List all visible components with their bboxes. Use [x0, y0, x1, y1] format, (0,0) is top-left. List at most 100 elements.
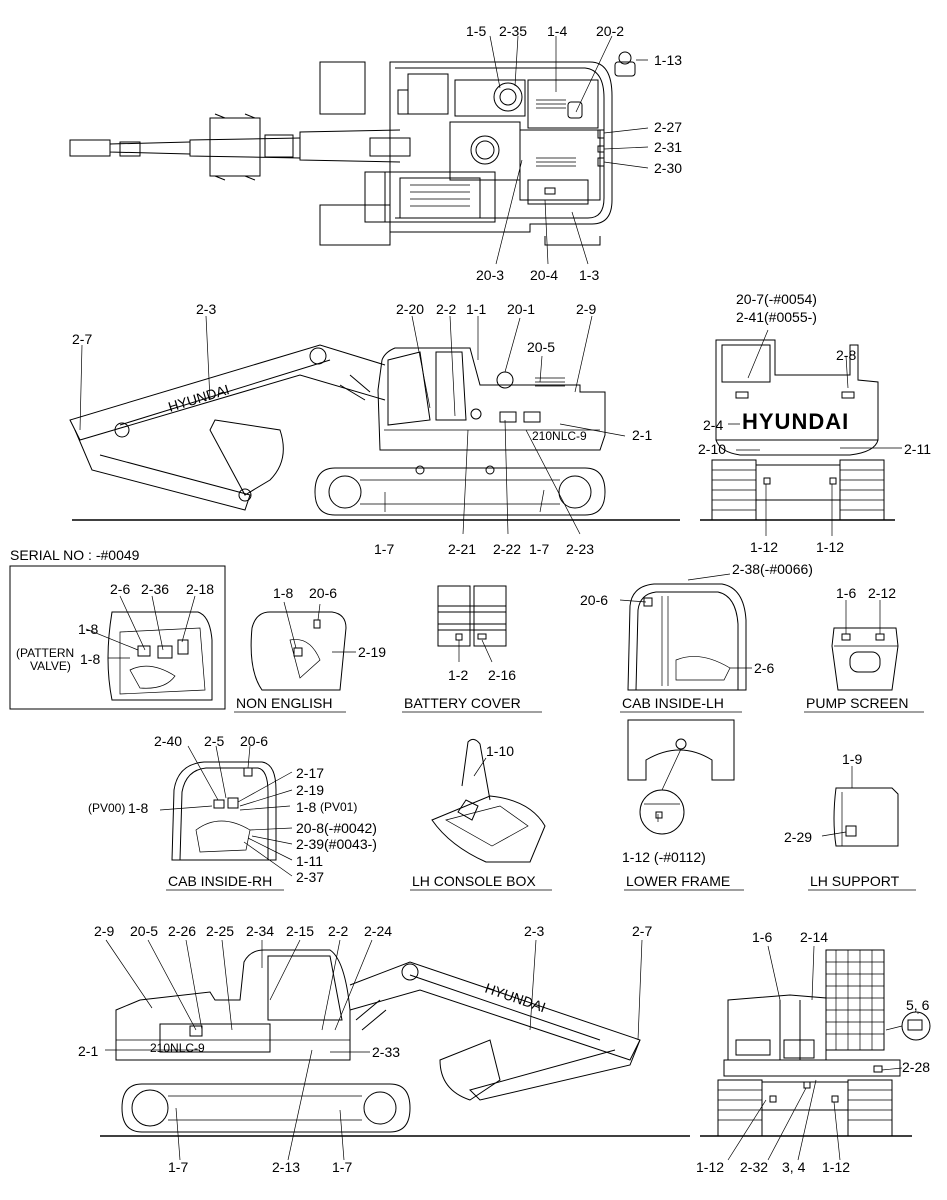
callout-top-2-30: 2-30: [654, 160, 682, 176]
callout-left-20-5: 20-5: [527, 339, 555, 355]
callout-rear-2-10: 2-10: [698, 441, 726, 457]
callout-right-1-7-b: 1-7: [332, 1159, 352, 1175]
callout-crh-2-40: 2-40: [154, 733, 182, 749]
callout-top-2-27: 2-27: [654, 119, 682, 135]
callout-crh-2-19: 2-19: [296, 782, 324, 798]
top-view: 1-5 2-35 1-4 20-2 1-13 2-27 2-31 2-30 20…: [69, 23, 682, 283]
caption-battery-cover: BATTERY COVER: [404, 695, 521, 711]
callout-left-2-22: 2-22: [493, 541, 521, 557]
serial-no-box: [9, 565, 226, 710]
callout-front-1-6: 1-6: [752, 929, 772, 945]
callout-top-20-2: 20-2: [596, 23, 624, 39]
caption-lh-console-box: LH CONSOLE BOX: [412, 873, 536, 889]
callout-bc-2-16: 2-16: [488, 667, 516, 683]
callout-rear-2-4: 2-4: [703, 417, 723, 433]
callout-left-20-1: 20-1: [507, 301, 535, 317]
callout-left-2-21: 2-21: [448, 541, 476, 557]
callout-left-2-23: 2-23: [566, 541, 594, 557]
non-english-detail: 1-8 20-6 2-19 NON ENGLISH: [234, 585, 386, 713]
callout-rear-2-8: 2-8: [836, 347, 856, 363]
callout-bc-1-2: 1-2: [448, 667, 468, 683]
caption-pump-screen: PUMP SCREEN: [806, 695, 908, 711]
callout-front-3-4: 3, 4: [782, 1159, 806, 1175]
callout-right-2-24: 2-24: [364, 923, 392, 939]
battery-cover-detail: 1-2 2-16 BATTERY COVER: [402, 585, 542, 713]
callout-top-1-5: 1-5: [466, 23, 486, 39]
callout-right-1-7-a: 1-7: [168, 1159, 188, 1175]
callout-front-2-32: 2-32: [740, 1159, 768, 1175]
callout-crh-2-17: 2-17: [296, 765, 324, 781]
callout-left-1-7-b: 1-7: [529, 541, 549, 557]
callout-clh-2-6: 2-6: [754, 660, 774, 676]
callout-serial-1-8-b: 1-8: [80, 651, 100, 667]
callout-rear-2-41: 2-41(#0055-): [736, 309, 817, 325]
caption-non-english: NON ENGLISH: [236, 695, 332, 711]
callout-crh-20-8: 20-8(-#0042): [296, 820, 377, 836]
callout-right-2-33: 2-33: [372, 1044, 400, 1060]
callout-top-2-31: 2-31: [654, 139, 682, 155]
callout-lhs-2-29: 2-29: [784, 829, 812, 845]
callout-left-2-2: 2-2: [436, 301, 456, 317]
callout-right-20-5: 20-5: [130, 923, 158, 939]
callout-top-20-4: 20-4: [530, 267, 558, 283]
callout-front-2-28: 2-28: [902, 1059, 930, 1075]
callout-left-2-20: 2-20: [396, 301, 424, 317]
callout-right-2-15: 2-15: [286, 923, 314, 939]
brand-text-right-boom: HYUNDAI: [483, 980, 548, 1016]
callout-right-2-2: 2-2: [328, 923, 348, 939]
callout-rear-1-12-a: 1-12: [750, 539, 778, 555]
brand-text-rear: HYUNDAI: [742, 409, 849, 434]
callout-left-1-7-a: 1-7: [374, 541, 394, 557]
rear-view: HYUNDAI 20-7(-#0054) 2-41(#0055-) 2-8 2-…: [698, 291, 931, 555]
callout-crh-2-37: 2-37: [296, 869, 324, 885]
callout-crh-20-6: 20-6: [240, 733, 268, 749]
callout-front-5-6: 5, 6: [906, 997, 930, 1013]
callout-ne-20-6: 20-6: [309, 585, 337, 601]
callout-front-1-12-b: 1-12: [822, 1159, 850, 1175]
callout-clh-20-6: 20-6: [580, 592, 608, 608]
callout-crh-pv01: (PV01): [320, 800, 357, 814]
lh-console-box-detail: 1-10 LH CONSOLE BOX: [410, 738, 552, 891]
model-text-left: 210NLC-9: [532, 429, 587, 443]
callout-left-1-1: 1-1: [466, 301, 486, 317]
callout-crh-2-39: 2-39(#0043-): [296, 836, 377, 852]
callout-left-2-9: 2-9: [576, 301, 596, 317]
cab-inside-rh-detail: 2-40 2-5 20-6 2-17 2-19 (PV00) 1-8 1-8 (…: [88, 733, 377, 891]
callout-right-2-13: 2-13: [272, 1159, 300, 1175]
serial-no-title: SERIAL NO : -#0049: [10, 547, 140, 563]
callout-serial-pattern: (PATTERN: [16, 646, 74, 660]
callout-lhc-1-10: 1-10: [486, 743, 514, 759]
callout-serial-valve: VALVE): [30, 659, 71, 673]
callout-rear-20-7: 20-7(-#0054): [736, 291, 817, 307]
callout-serial-2-18: 2-18: [186, 581, 214, 597]
callout-serial-1-8-a: 1-8: [78, 621, 98, 637]
callout-clh-2-38: 2-38(-#0066): [732, 561, 813, 577]
callout-ps-2-12: 2-12: [868, 585, 896, 601]
callout-ne-2-19: 2-19: [358, 644, 386, 660]
cab-inside-lh-detail: 2-38(-#0066) 20-6 2-6 CAB INSIDE-LH: [580, 561, 813, 713]
callout-crh-1-8-a: 1-8: [128, 800, 148, 816]
lh-support-detail: 1-9 2-29 LH SUPPORT: [784, 751, 916, 891]
lower-frame-detail: 1-12 (-#0112) LOWER FRAME: [622, 719, 744, 891]
callout-serial-2-36: 2-36: [141, 581, 169, 597]
callout-lhs-1-9: 1-9: [842, 751, 862, 767]
brand-text-left-boom: HYUNDAI: [166, 381, 231, 415]
callout-right-2-7: 2-7: [632, 923, 652, 939]
caption-cab-inside-lh: CAB INSIDE-LH: [622, 695, 724, 711]
callout-ps-1-6: 1-6: [836, 585, 856, 601]
callout-right-2-1: 2-1: [78, 1043, 98, 1059]
caption-lower-frame: LOWER FRAME: [626, 873, 730, 889]
callout-left-2-3: 2-3: [196, 301, 216, 317]
caption-lh-support: LH SUPPORT: [810, 873, 900, 889]
left-side-view: 210NLC-9 HYUNDAI 2-3 2-7 2-20 2-2 1-1 20…: [69, 301, 680, 557]
serial-no-detail: SERIAL NO : -#0049 2-6 2-36 2-18 1-8 (PA…: [9, 547, 226, 710]
callout-crh-pv00: (PV00): [88, 801, 125, 815]
callout-top-1-3: 1-3: [579, 267, 599, 283]
callout-left-2-1: 2-1: [632, 427, 652, 443]
callout-right-2-25: 2-25: [206, 923, 234, 939]
callout-crh-1-8-b: 1-8: [296, 799, 316, 815]
pump-screen-detail: 1-6 2-12 PUMP SCREEN: [804, 585, 924, 713]
callout-top-1-4: 1-4: [547, 23, 567, 39]
callout-top-1-13: 1-13: [654, 52, 682, 68]
